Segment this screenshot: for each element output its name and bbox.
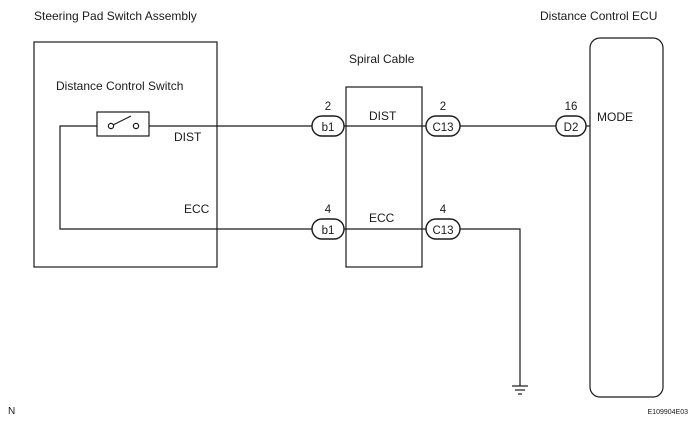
ecu-title: Distance Control ECU	[540, 9, 657, 23]
pin-number: 16	[565, 101, 578, 113]
pin-number: 2	[325, 101, 331, 113]
spiral-cable-title: Spiral Cable	[349, 52, 415, 66]
spiral-cable-box	[345, 86, 423, 268]
connector-name: C13	[432, 225, 453, 237]
pin-number: 2	[440, 101, 446, 113]
ecu-box	[589, 37, 664, 398]
figure-code: E109904E03	[648, 409, 689, 416]
pin-number: 4	[440, 204, 447, 216]
distance-control-switch-label: Distance Control Switch	[56, 79, 183, 93]
steering-pad-assembly-box	[33, 41, 218, 268]
ground-icon	[512, 385, 528, 395]
connector-name: b1	[322, 225, 335, 237]
switch-dist-label: DIST	[174, 130, 202, 144]
switch-icon	[96, 111, 150, 137]
dist-circuit-wire	[59, 125, 590, 230]
spiral-dist-label: DIST	[369, 109, 397, 123]
ecu-mode-label: MODE	[597, 110, 633, 124]
steering-pad-title: Steering Pad Switch Assembly	[34, 9, 197, 23]
connector-b1-dist: b1 2	[311, 101, 345, 137]
footer-mark: N	[8, 406, 15, 417]
connector-name: b1	[322, 122, 335, 134]
spiral-ecc-label: ECC	[369, 211, 395, 225]
connector-c13-ecc: C13 4	[425, 204, 461, 240]
connector-name: D2	[564, 122, 579, 134]
pin-number: 4	[325, 204, 332, 216]
ecc-circuit-wire	[344, 228, 521, 386]
connector-c13-dist: C13 2	[425, 101, 461, 137]
connector-b1-ecc: b1 4	[311, 204, 345, 240]
connector-name: C13	[432, 122, 453, 134]
connector-d2-mode: D2 16	[555, 101, 587, 137]
switch-ecc-label: ECC	[184, 202, 210, 216]
